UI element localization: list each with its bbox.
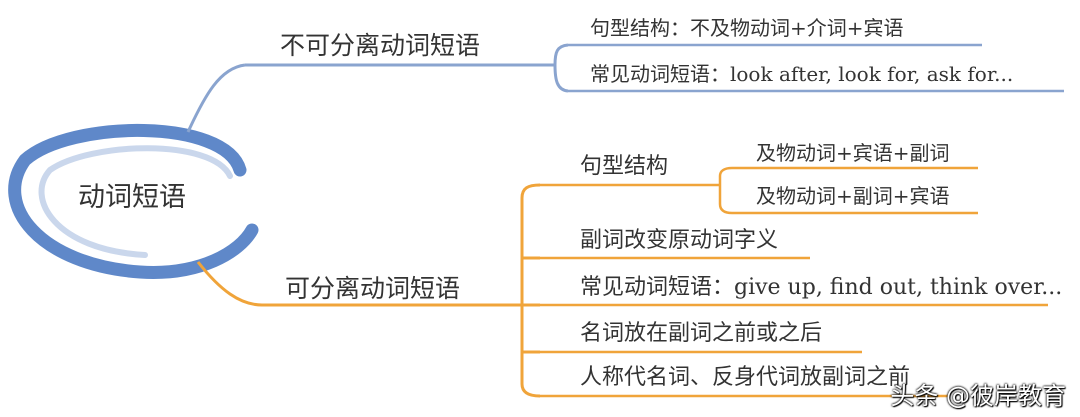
inseparable-fork-down	[553, 64, 569, 93]
root-to-inseparable-line	[186, 63, 246, 133]
separable-common-phrases-label: 常见动词短语：give up, find out, think over...	[580, 275, 1063, 300]
branch-separable-connectors	[196, 166, 1048, 398]
branch-inseparable-connectors	[186, 43, 1064, 133]
branch-separable-label: 可分离动词短语	[285, 274, 461, 303]
root-to-separable-line	[196, 261, 263, 307]
structure-pattern-2-label: 及物动词+副词+宾语	[756, 184, 950, 208]
root-ring-outer	[8, 123, 259, 279]
structure-pattern-1-label: 及物动词+宾语+副词	[756, 141, 950, 165]
separable-noun-position-label: 名词放在副词之前或之后	[580, 321, 823, 346]
structure-fork-up	[718, 166, 733, 185]
root-ring-inner	[38, 145, 233, 258]
separable-structure-label: 句型结构	[580, 154, 669, 179]
inseparable-common-phrases-label: 常见动词短语：look after, look for, ask for...	[590, 62, 1014, 86]
separable-pronoun-position-label: 人称代名词、反身代词放副词之前	[580, 365, 911, 390]
separable-meaning-change-label: 副词改变原动词字义	[580, 228, 779, 253]
inseparable-structure-label: 句型结构：不及物动词+介词+宾语	[590, 16, 904, 40]
root-node-label: 动词短语	[78, 182, 186, 213]
root-node-shape	[8, 123, 259, 279]
watermark-text: 头条 @彼岸教育	[890, 382, 1066, 410]
separable-fork-top	[520, 183, 541, 305]
inseparable-fork-up	[553, 43, 569, 66]
branch-inseparable-label: 不可分离动词短语	[280, 31, 481, 60]
separable-fork-bottom	[520, 305, 541, 398]
structure-fork-down	[718, 185, 733, 215]
